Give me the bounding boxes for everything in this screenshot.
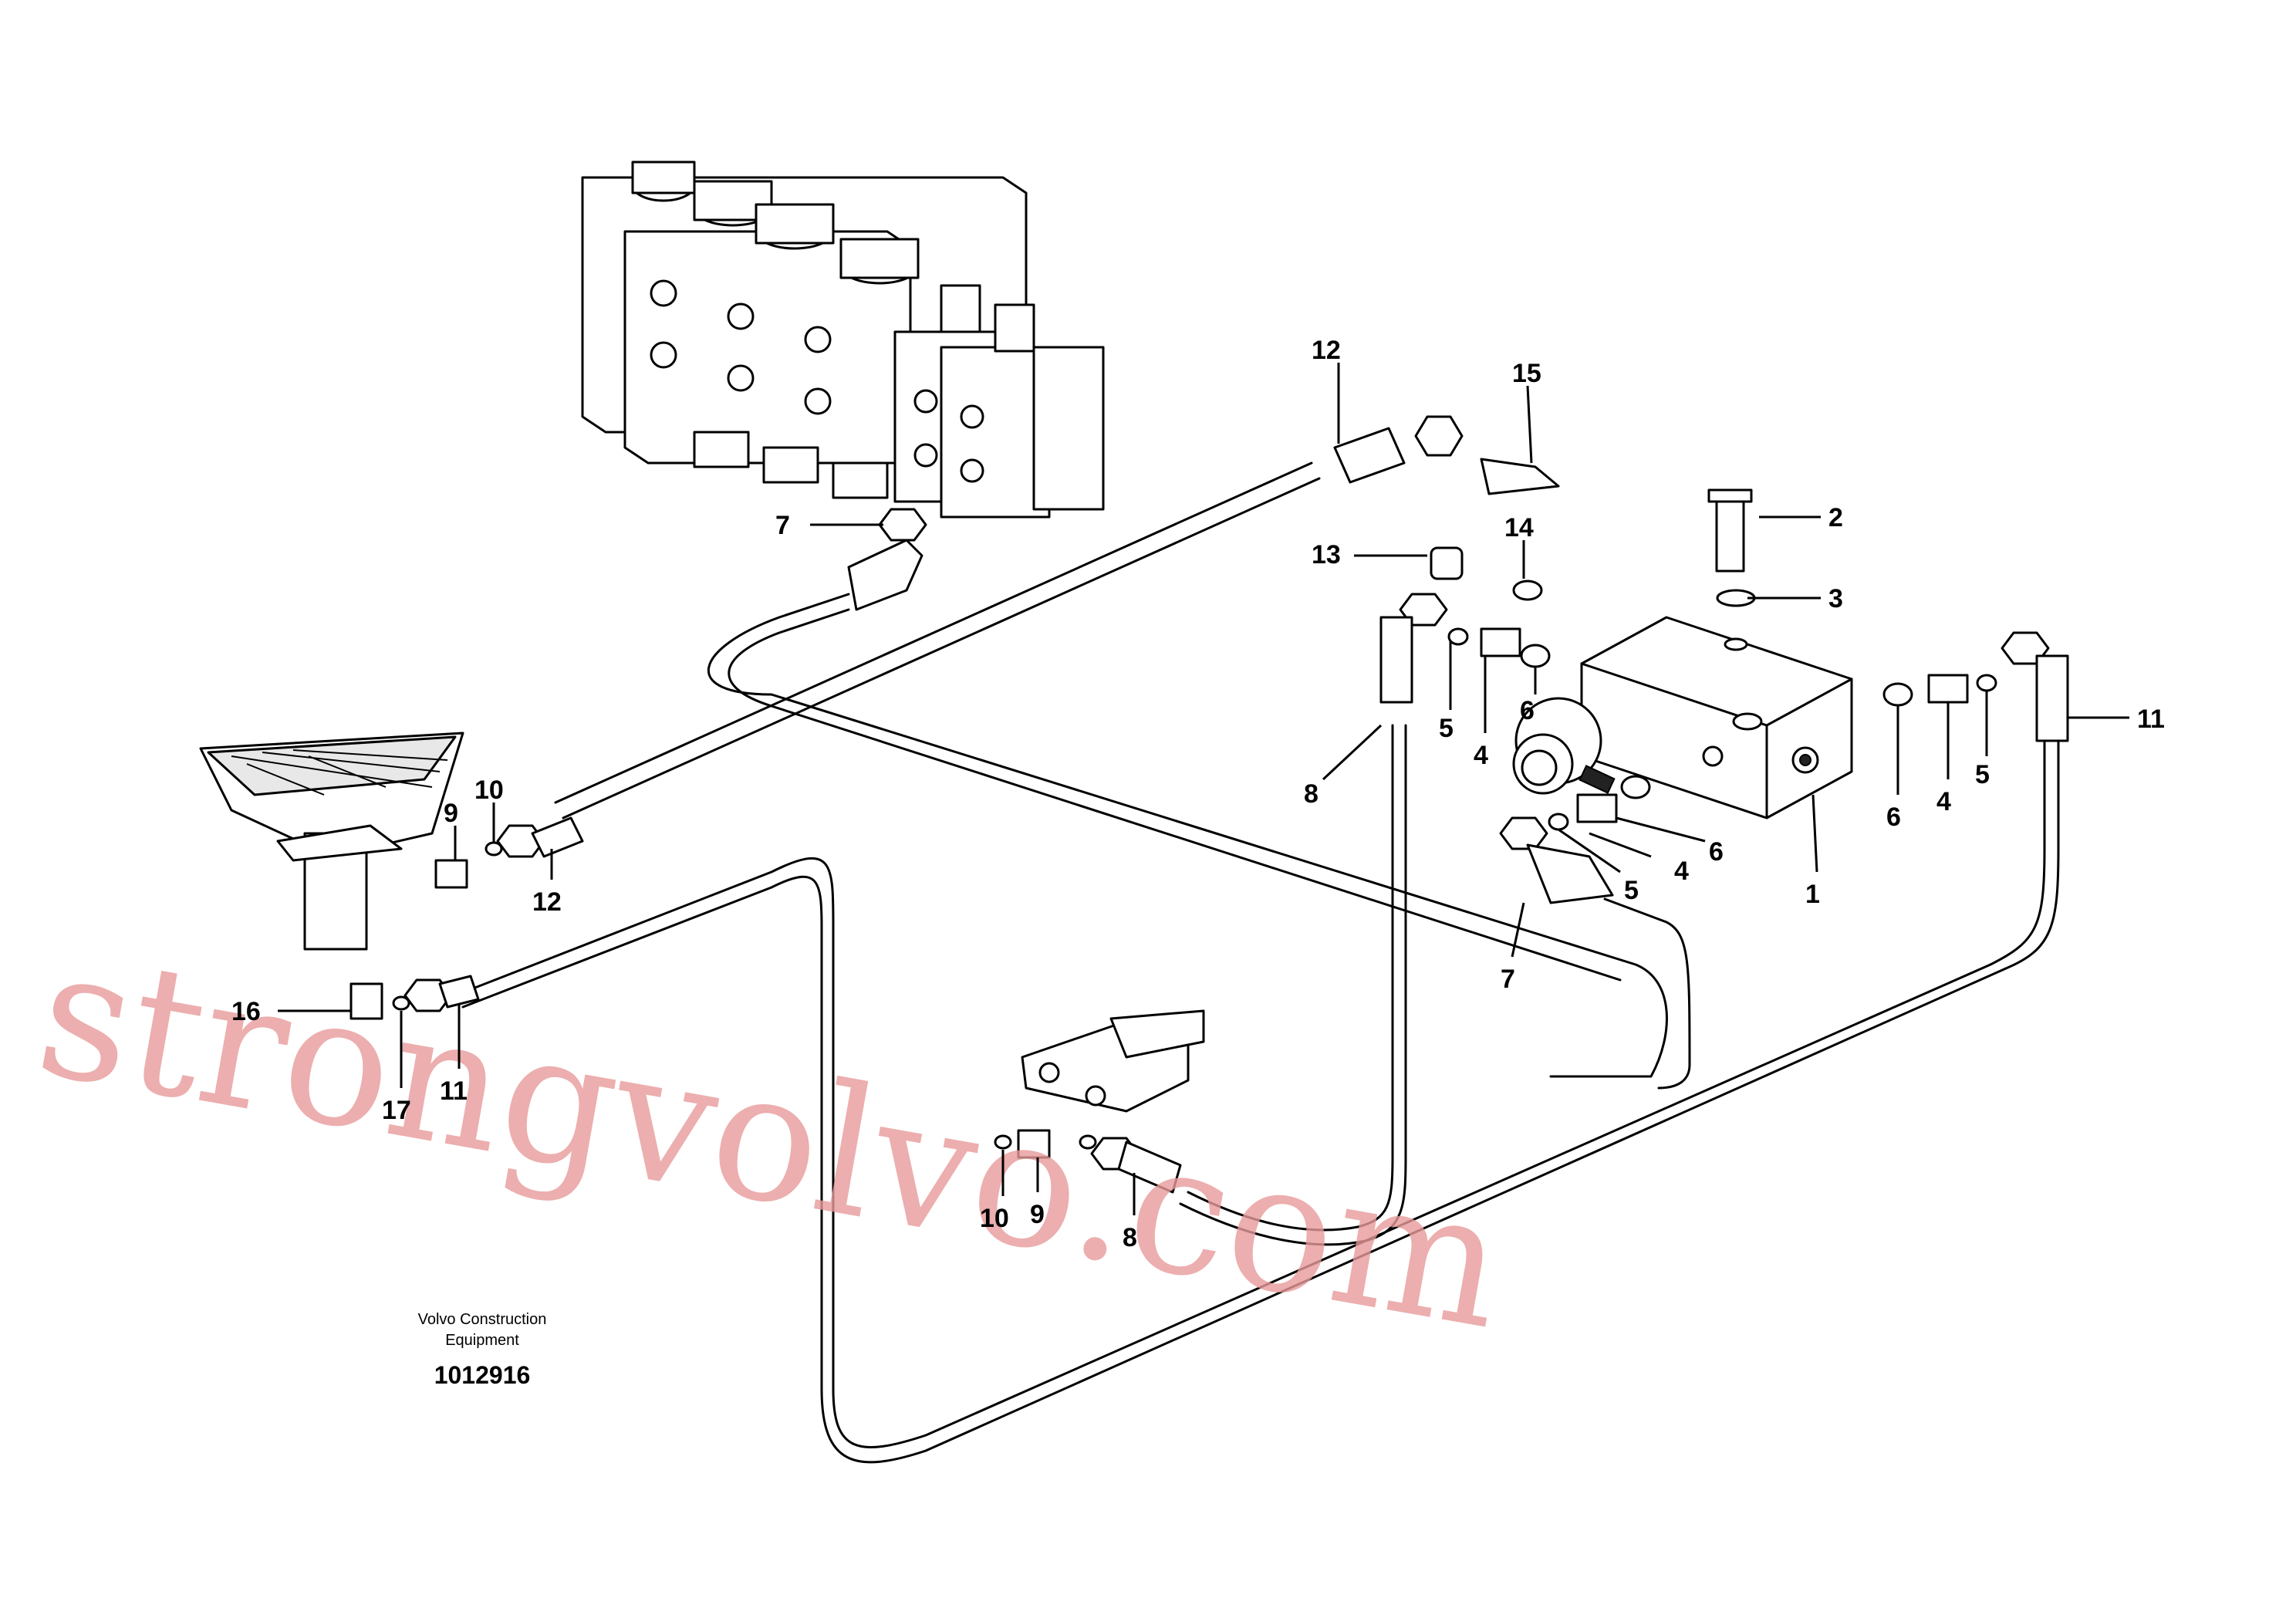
document-number: 1012916 [434, 1361, 531, 1389]
control-valve-bank [581, 161, 1105, 519]
callout-8-lower: 8 [1123, 1223, 1137, 1252]
fittings [349, 415, 2069, 1194]
leader-lines [278, 363, 2129, 1215]
callout-6-left: 6 [1520, 696, 1535, 725]
bracket-valve [1021, 1009, 1205, 1113]
callout-9-top: 9 [444, 799, 458, 828]
callout-13: 13 [1312, 540, 1341, 569]
callout-12-top: 12 [1312, 336, 1341, 365]
callout-2: 2 [1828, 503, 1843, 532]
callout-12-left: 12 [532, 887, 562, 917]
callout-labels: 7 12 15 13 14 2 3 8 5 4 6 6 4 5 11 1 6 4… [231, 336, 2165, 1252]
callout-5-left: 5 [1439, 714, 1454, 743]
callout-7-lower: 7 [1501, 965, 1515, 994]
callout-11-right: 11 [2137, 705, 2165, 734]
callout-5-lower: 5 [1624, 876, 1639, 905]
diagram-caption: Volvo Construction Equipment 1012916 [418, 1311, 547, 1389]
caption-company-line2: Equipment [445, 1332, 519, 1349]
callout-8-right: 8 [1304, 779, 1319, 809]
callout-14: 14 [1504, 513, 1534, 542]
callout-11-left: 11 [440, 1076, 468, 1106]
callout-10-top: 10 [474, 776, 504, 805]
callout-6-lower: 6 [1709, 837, 1724, 867]
hose-12-route [554, 461, 1313, 804]
callout-7-top: 7 [775, 511, 790, 540]
hose-lines [454, 461, 2060, 1464]
callout-9-lower: 9 [1030, 1200, 1045, 1229]
watermark-text: strongvolvo.com [25, 909, 1518, 1369]
hose-8-route [1187, 724, 1394, 1232]
callout-4-lower: 4 [1674, 857, 1689, 886]
callout-15: 15 [1512, 359, 1541, 388]
callout-6-right: 6 [1886, 803, 1901, 832]
callout-5-right: 5 [1975, 760, 1990, 789]
callout-4-left: 4 [1474, 741, 1488, 770]
callout-16: 16 [231, 997, 261, 1026]
callout-4-right: 4 [1936, 787, 1951, 816]
caption-company-line1: Volvo Construction [418, 1311, 547, 1328]
callout-1: 1 [1805, 880, 1820, 909]
hose-7-route [707, 593, 1668, 1078]
foot-pedal-valve [199, 732, 464, 951]
valve-block-1 [1512, 616, 1853, 819]
callout-3: 3 [1828, 584, 1843, 613]
callout-10-lower: 10 [980, 1204, 1009, 1233]
hose-11-route [454, 739, 2046, 1449]
callout-17: 17 [382, 1096, 411, 1125]
